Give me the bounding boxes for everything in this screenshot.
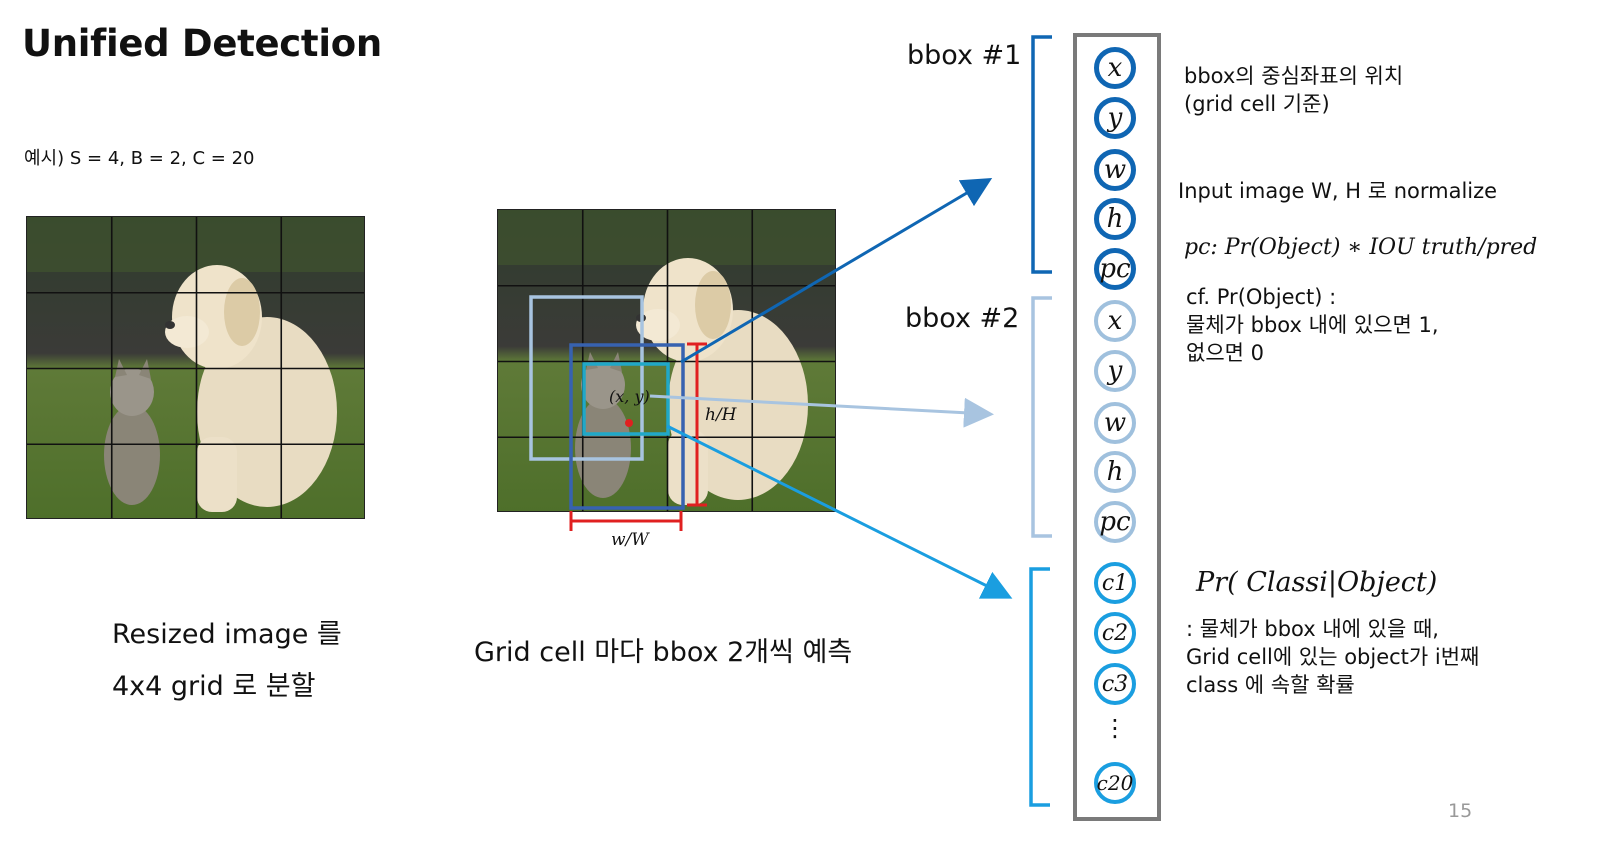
- class-line1: : 물체가 bbox 내에 있을 때,: [1186, 617, 1439, 641]
- slide-title: Unified Detection: [22, 22, 382, 65]
- bbox2-pc-cell: pc: [1094, 501, 1136, 543]
- bbox2-x-cell: x: [1094, 300, 1136, 342]
- page-number: 15: [1448, 800, 1473, 822]
- class-probability-formula: Pr( Classi|Object): [1196, 567, 1438, 598]
- class-bracket: [1029, 567, 1050, 807]
- example-parameters: 예시) S = 4, B = 2, C = 20: [24, 148, 255, 169]
- bbox1-y-cell: y: [1094, 97, 1136, 139]
- cf-line1: cf. Pr(Object) :: [1186, 285, 1337, 309]
- light-bbox: [529, 295, 644, 461]
- class-c3-cell: c3: [1094, 663, 1136, 705]
- center-annotation-line2: (grid cell 기준): [1184, 92, 1330, 116]
- class-c20-cell: c20: [1094, 762, 1136, 804]
- caption-bbox-prediction: Grid cell 마다 bbox 2개씩 예측: [474, 637, 853, 668]
- width-ratio-label: w/W: [611, 530, 649, 550]
- class-c1-cell: c1: [1094, 562, 1136, 604]
- pc-formula: pc: Pr(Object) ∗ IOU truth/pred: [1184, 235, 1538, 260]
- bbox2-label: bbox #2: [905, 303, 1020, 334]
- center-annotation: bbox의 중심좌표의 위치 (grid cell 기준): [1184, 62, 1403, 118]
- bbox1-label: bbox #1: [907, 40, 1022, 71]
- class-probability-note: : 물체가 bbox 내에 있을 때, Grid cell에 있는 object…: [1186, 615, 1479, 699]
- class-line2: Grid cell에 있는 object가 i번째: [1186, 645, 1480, 669]
- bbox2-w-cell: w: [1094, 402, 1136, 444]
- class-c2-cell: c2: [1094, 612, 1136, 654]
- bbox2-h-cell: h: [1094, 451, 1136, 493]
- class-ellipsis: ⋮: [1103, 714, 1127, 742]
- bbox1-pc-cell: pc: [1094, 248, 1136, 290]
- bbox-prediction-image: [497, 209, 836, 512]
- center-coordinate-label: (x, y): [609, 387, 650, 406]
- bbox1-x-cell: x: [1094, 47, 1136, 89]
- bbox1-h-cell: h: [1094, 198, 1136, 240]
- cf-line3: 없으면 0: [1186, 341, 1264, 365]
- bbox1-w-cell: w: [1094, 149, 1136, 191]
- caption-resized-image: Resized image 를: [112, 619, 342, 650]
- height-ratio-label: h/H: [705, 405, 737, 425]
- resized-image-grid: [26, 216, 365, 519]
- bbox1-bracket: [1031, 35, 1052, 274]
- bbox-center-dot: [625, 419, 633, 427]
- center-annotation-line1: bbox의 중심좌표의 위치: [1184, 64, 1404, 88]
- bbox2-y-cell: y: [1094, 350, 1136, 392]
- class-line3: class 에 속할 확률: [1186, 673, 1355, 697]
- cf-line2: 물체가 bbox 내에 있으면 1,: [1186, 313, 1439, 337]
- normalize-annotation: Input image W, H 로 normalize: [1178, 179, 1498, 203]
- object-probability-note: cf. Pr(Object) : 물체가 bbox 내에 있으면 1, 없으면 …: [1186, 283, 1439, 367]
- bbox2-bracket: [1031, 296, 1052, 538]
- width-dimension-marker: [569, 511, 683, 531]
- caption-grid-split: 4x4 grid 로 분할: [112, 671, 316, 702]
